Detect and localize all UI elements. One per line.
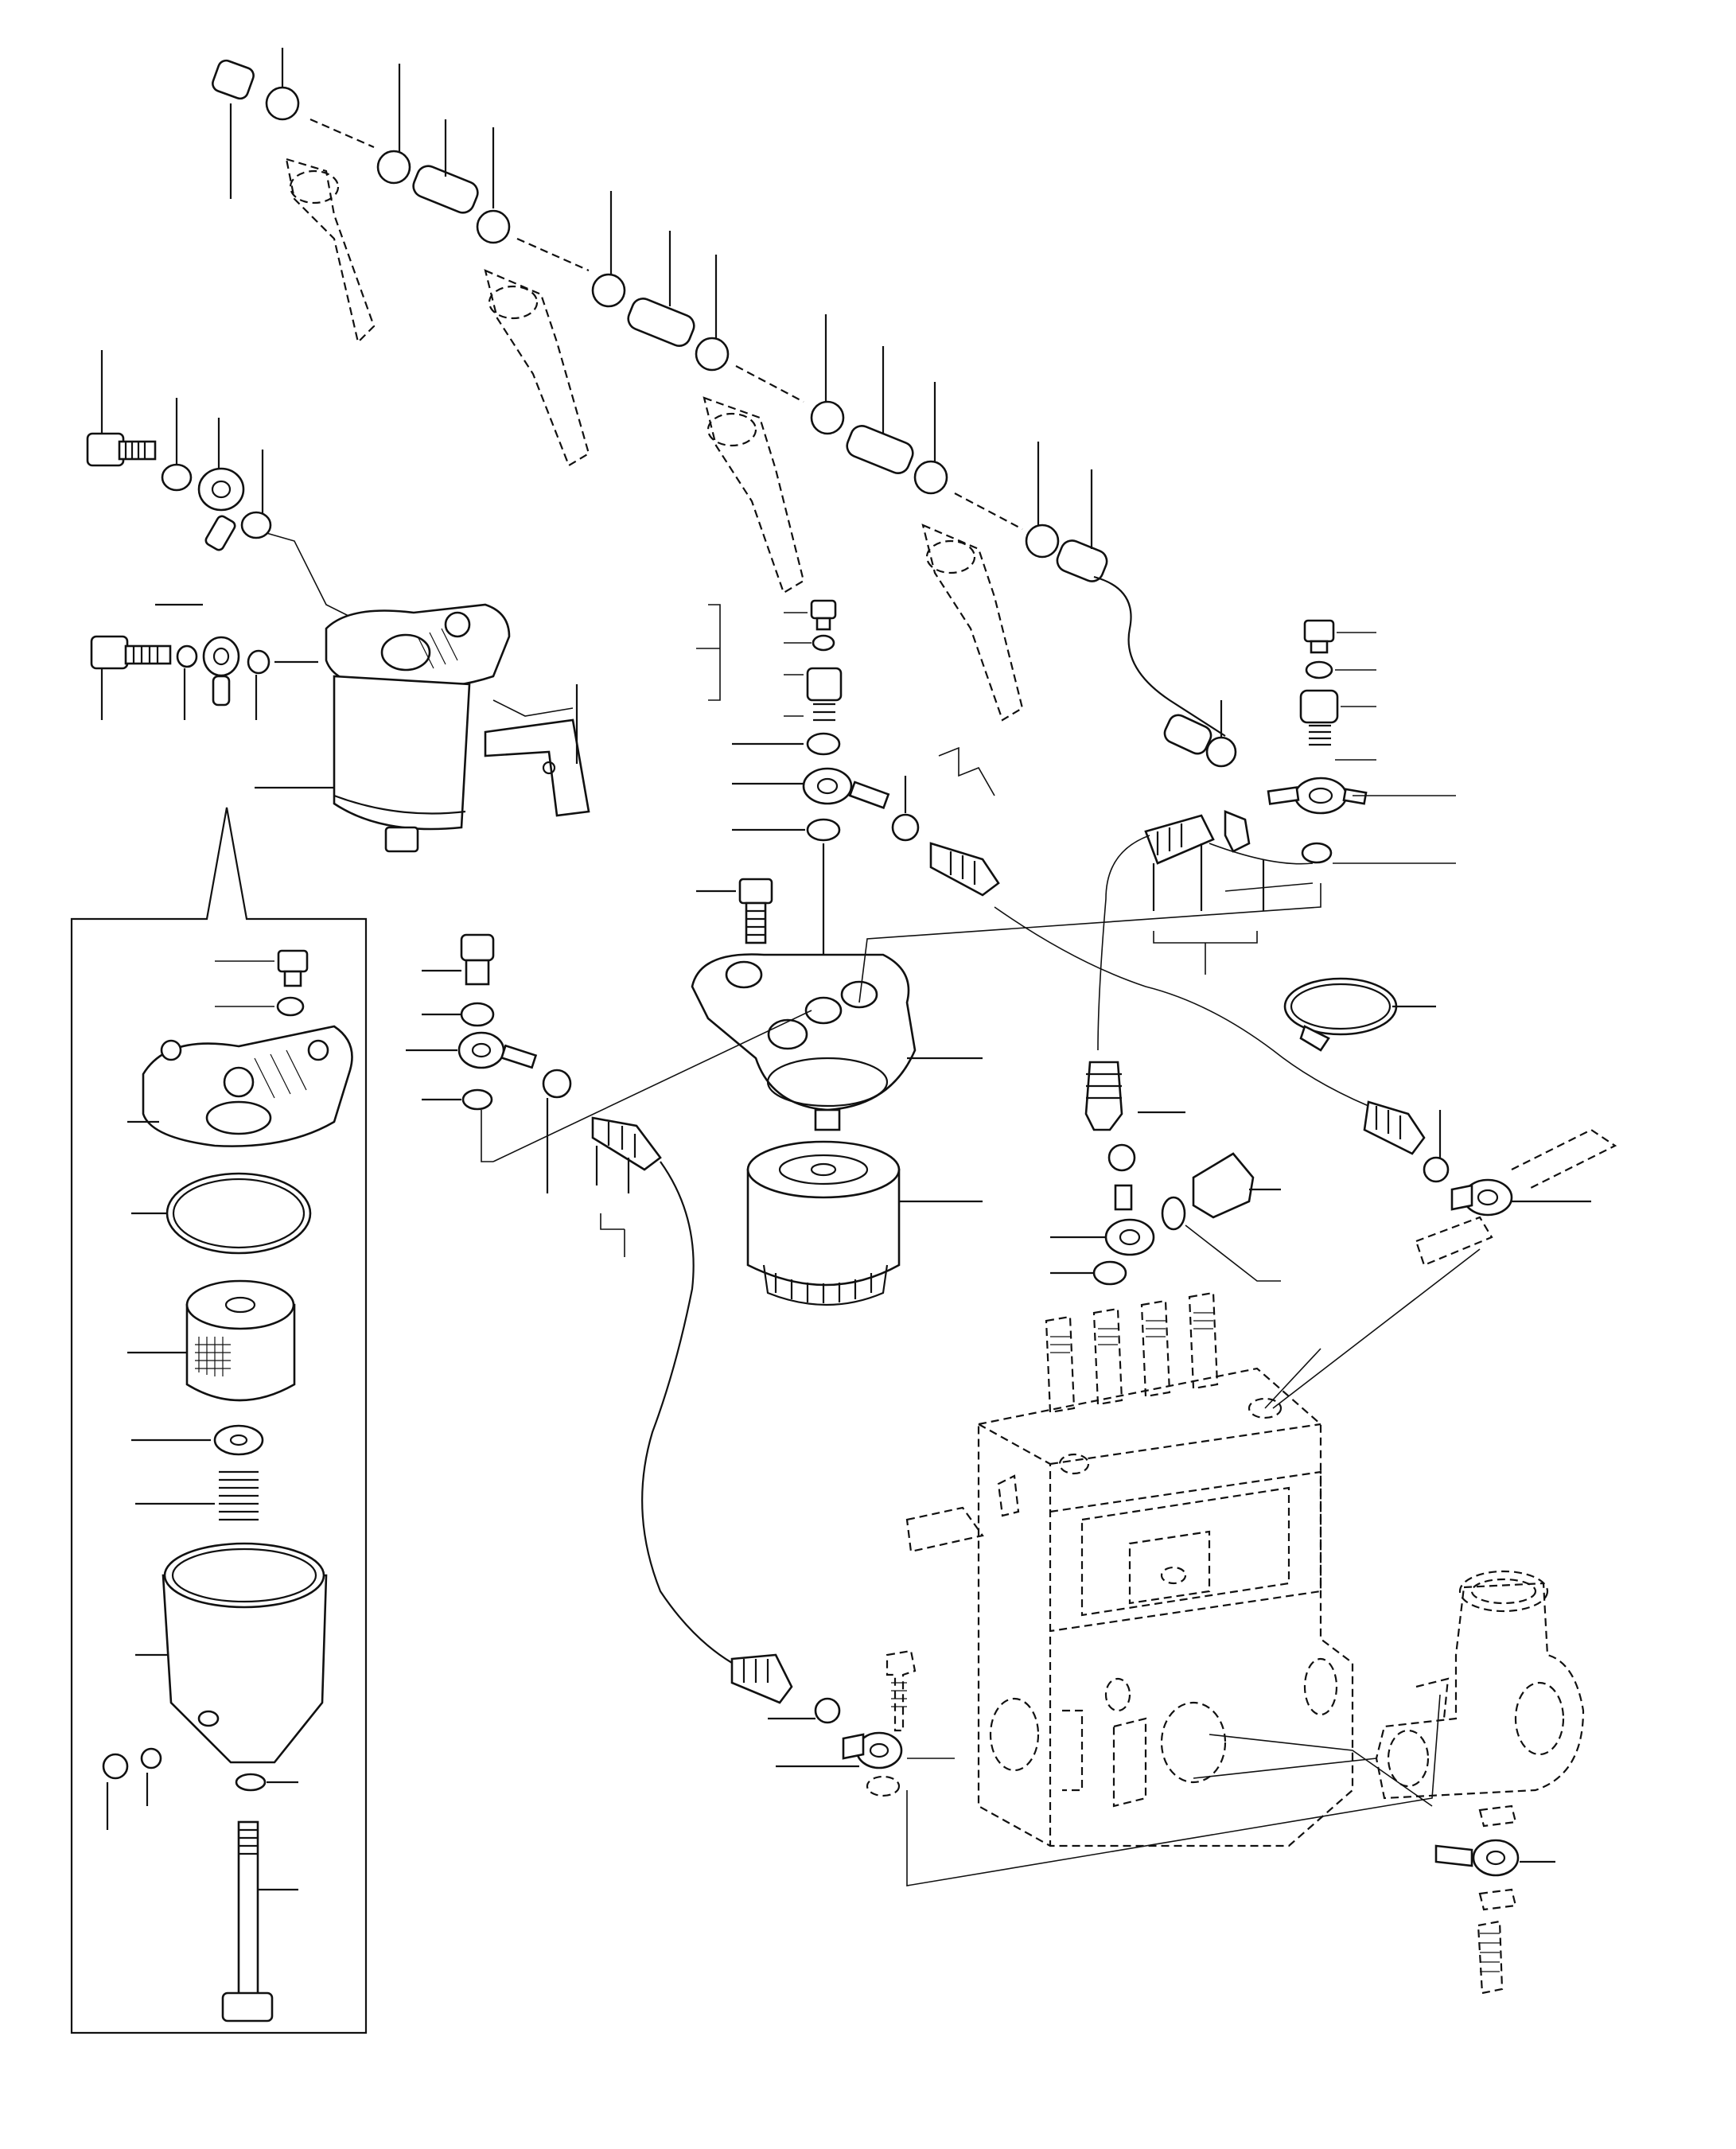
banjo-1: [197, 418, 245, 551]
hose-section-1: [412, 119, 479, 214]
center-vertical-hose: [1050, 1061, 1185, 1286]
feed-pump-banjo: [1434, 1804, 1555, 1995]
fitting-clip: [542, 1069, 572, 1193]
fitting-bolt: [422, 933, 495, 986]
inset-drain-plug: [102, 1747, 162, 1830]
lower-banjo-bolt-phantom: [866, 1649, 917, 1797]
check-fitting: [1161, 1152, 1281, 1282]
return-hose-clip: [1163, 700, 1237, 768]
hose-end-upper-right: [1144, 814, 1215, 911]
hose-clip-7: [913, 382, 948, 495]
inset-washer: [215, 996, 305, 1017]
injection-pump-phantom: [905, 1291, 1354, 1847]
spin-on-filter: [746, 1140, 983, 1306]
inset-center-bolt: [221, 1820, 298, 2022]
gasket-4: [247, 649, 318, 720]
hose-clip-5: [695, 255, 730, 372]
inset-filter-head: [127, 1025, 353, 1147]
injector-3-phantom: [703, 396, 805, 594]
left-banjo-stack-lower: [90, 603, 318, 720]
inset-bolt: [215, 949, 309, 987]
hose-clip-8: [1025, 442, 1060, 559]
injector-2-phantom: [484, 269, 590, 467]
delivery-valve-holders: [1045, 1291, 1219, 1414]
filter-head: [325, 603, 511, 691]
injector-4-phantom: [921, 524, 1024, 722]
vertical-gasket: [1050, 1260, 1127, 1286]
filter-exploded-inset: [70, 807, 368, 2034]
center-fitting-stack: [696, 599, 1000, 999]
vertical-banjo: [1050, 1218, 1155, 1256]
left-banjo-stack-upper: [86, 350, 375, 629]
end-cap: [212, 59, 255, 199]
washer-a: [1305, 660, 1376, 679]
fitting-hose-end: [591, 1116, 662, 1193]
center-banjo: [732, 767, 890, 809]
gasket-3: [176, 644, 198, 720]
filter-head-center: [492, 878, 1321, 1162]
hose-section-4: [1056, 469, 1108, 582]
head-bolt: [696, 878, 773, 944]
right-upper-fittings: [1097, 810, 1314, 1051]
center-hose-end: [929, 842, 1000, 897]
hose-band: [1283, 977, 1436, 1052]
inset-spring: [135, 1470, 259, 1521]
inset-filter-element: [127, 1279, 296, 1402]
center-gasket-1: [732, 732, 841, 756]
right-banjo-stack: [1267, 619, 1456, 864]
banjo-fitting-right: [1267, 777, 1456, 815]
banjo-bolt-2: [90, 635, 172, 720]
valve-body: [1299, 689, 1376, 724]
hose-clip-4: [591, 191, 626, 308]
left-middle-fittings: [406, 933, 662, 1257]
lower-banjo: [776, 1731, 903, 1769]
fitting-banjo: [406, 1031, 538, 1069]
center-bolt-small: [784, 599, 837, 631]
banjo-bolt-1: [86, 350, 157, 467]
spring-a: [1309, 724, 1376, 761]
inset-washer-2: [131, 1424, 264, 1456]
leak-off-line-assembly: [212, 48, 1237, 768]
hose-clip-2: [376, 64, 411, 185]
fitting-washer-1: [422, 1002, 495, 1027]
washer-b: [1301, 842, 1456, 864]
lower-hose-end: [730, 1653, 793, 1704]
hose-clip-3: [476, 127, 511, 244]
inset-o-ring: [131, 1172, 312, 1255]
clip-upper-right: [1224, 810, 1265, 911]
filter-bowl: [255, 675, 471, 853]
center-hose-clip: [891, 776, 920, 842]
injector-1-phantom: [285, 158, 376, 345]
mounting-bracket: [484, 684, 590, 817]
hose-section-3: [846, 346, 914, 474]
hose-clip-6: [810, 314, 845, 435]
inset-o-ring-small: [235, 1773, 298, 1792]
feed-hose: [641, 1161, 733, 1664]
center-valve: [784, 667, 843, 722]
fuel-filter-assembly: [255, 603, 590, 853]
inset-bowl: [135, 1542, 328, 1764]
center-washer-small: [784, 634, 835, 652]
gasket-1: [161, 398, 193, 492]
banjo-2: [155, 603, 240, 707]
feed-pump-phantom: [1193, 1570, 1585, 1995]
air-bleed-bolt: [1303, 619, 1376, 654]
lower-left-fittings: [730, 1649, 1441, 1886]
hose-section-2: [627, 231, 695, 347]
gasket-2: [240, 450, 272, 539]
fitting-washer-2: [422, 1088, 493, 1162]
right-middle-fittings: [994, 906, 1617, 1409]
hose-clip-1: [265, 48, 300, 121]
